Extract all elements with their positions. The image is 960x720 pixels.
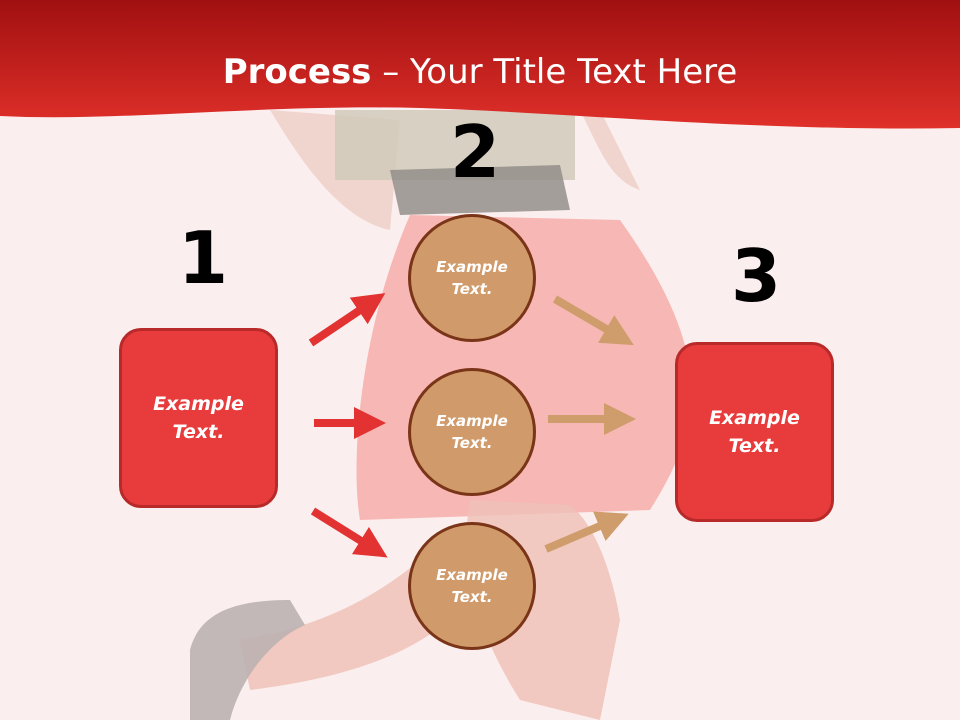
step-2-circle-1: Example Text. (408, 214, 536, 342)
step-number-1: 1 (178, 216, 229, 300)
step-number-2: 2 (450, 110, 501, 194)
arrow-1-to-2a (308, 293, 386, 347)
slide-title: Process – Your Title Text Here (0, 52, 960, 92)
step-1-box: Example Text. (119, 328, 278, 508)
title-bold: Process (222, 52, 372, 92)
step-2-circle-3: Example Text. (408, 522, 536, 650)
step-2-circle-2-text: Example Text. (436, 411, 508, 453)
title-rest: – Your Title Text Here (371, 52, 738, 92)
step-2-circle-1-text: Example Text. (436, 257, 508, 299)
arrow-1-to-2c (310, 507, 388, 558)
step-number-3: 3 (731, 234, 782, 318)
step-1-text: Example Text. (153, 392, 244, 444)
step-2-circle-3-text: Example Text. (436, 565, 508, 607)
step-3-text: Example Text. (709, 406, 800, 458)
header-band (0, 0, 960, 129)
step-2-circle-2: Example Text. (408, 368, 536, 496)
arrow-2a-to-3 (552, 295, 634, 346)
step-3-box: Example Text. (675, 342, 834, 522)
arrow-2c-to-3 (544, 511, 629, 553)
